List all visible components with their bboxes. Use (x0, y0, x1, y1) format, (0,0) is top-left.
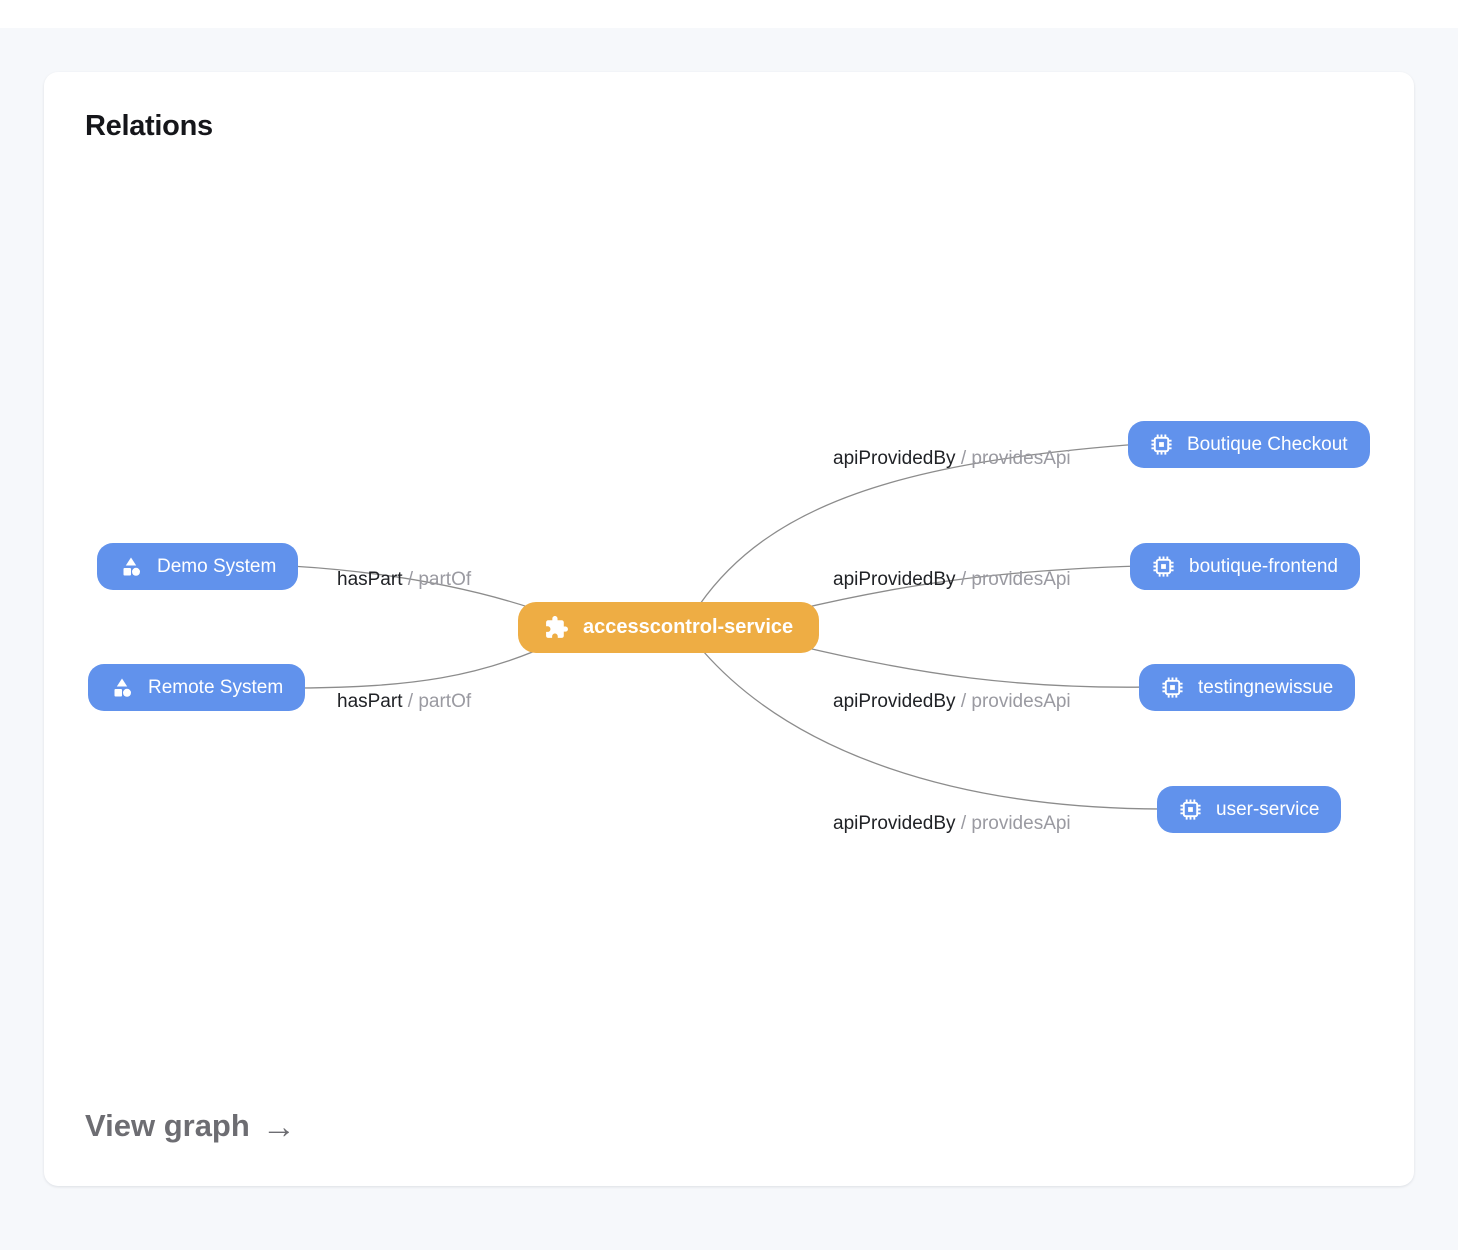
relations-card: Relations hasPart / partOf hasPart / par… (44, 72, 1414, 1186)
node-remote-system[interactable]: Remote System (88, 664, 305, 711)
node-user-service[interactable]: user-service (1157, 786, 1341, 833)
node-label: user-service (1216, 799, 1319, 821)
node-label: accesscontrol-service (583, 616, 793, 639)
edge-label-haspart-1: hasPart / partOf (337, 569, 471, 591)
node-label: Remote System (148, 677, 283, 699)
node-label: testingnewissue (1198, 677, 1333, 699)
view-graph-link[interactable]: View graph → (85, 1108, 296, 1144)
top-strip (0, 0, 1458, 28)
relations-graph: hasPart / partOf hasPart / partOf apiPro… (44, 72, 1414, 1186)
api-chip-icon (1179, 798, 1202, 821)
node-label: Demo System (157, 556, 276, 578)
arrow-right-icon: → (262, 1110, 296, 1144)
edge-remote-system (300, 640, 560, 688)
edge-label-apiprovidedby-2: apiProvidedBy / providesApi (833, 569, 1071, 591)
edge-label-haspart-2: hasPart / partOf (337, 691, 471, 713)
node-boutique-checkout[interactable]: Boutique Checkout (1128, 421, 1370, 468)
node-testingnewissue[interactable]: testingnewissue (1139, 664, 1355, 711)
view-graph-label: View graph (85, 1108, 250, 1144)
api-chip-icon (1161, 676, 1184, 699)
edge-label-apiprovidedby-4: apiProvidedBy / providesApi (833, 813, 1071, 835)
node-demo-system[interactable]: Demo System (97, 543, 298, 590)
edge-label-apiprovidedby-3: apiProvidedBy / providesApi (833, 691, 1071, 713)
edge-user-service (703, 651, 1165, 809)
edge-label-apiprovidedby-1: apiProvidedBy / providesApi (833, 448, 1071, 470)
puzzle-icon (544, 615, 569, 640)
system-icon (119, 555, 143, 579)
system-icon (110, 676, 134, 700)
edge-testingnewissue (795, 645, 1150, 687)
node-label: Boutique Checkout (1187, 434, 1348, 456)
node-label: boutique-frontend (1189, 556, 1338, 578)
node-accesscontrol-service[interactable]: accesscontrol-service (518, 602, 819, 653)
node-boutique-frontend[interactable]: boutique-frontend (1130, 543, 1360, 590)
api-chip-icon (1152, 555, 1175, 578)
api-chip-icon (1150, 433, 1173, 456)
